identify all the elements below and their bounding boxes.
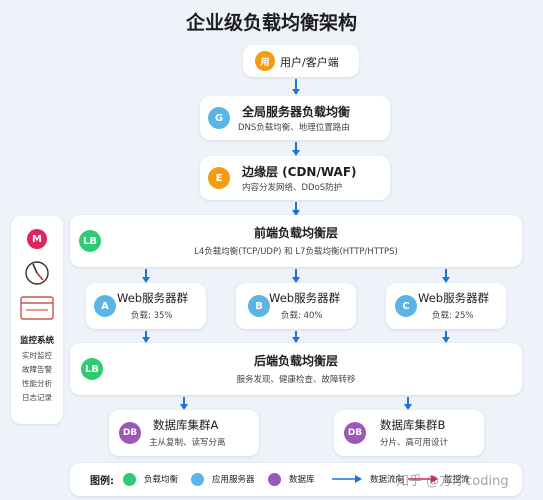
monitor-panel: M 监控系统 实时监控 故障告警 性能分析 日志记录 [11,216,63,424]
arrow-client-gslb [292,79,300,95]
frontend-lb-node: LB 前端负载均衡层 L4负载均衡(TCP/UDP) 和 L7负载均衡(HTTP… [70,215,522,267]
web-server-group-a: A Web服务器群 负载: 35% [86,283,206,329]
arrow-frontend-web-a [142,269,150,283]
monitor-item: 实时监控 [22,351,52,360]
page-title: 企业级负载均衡架构 [185,12,357,34]
db-b-badge: DB [344,422,366,444]
web-a-sub: 负载: 35% [131,311,173,321]
arrow-backend-db-a [180,397,188,410]
arrow-edge-frontend [292,202,300,216]
db-a-sub: 主从复制、读写分离 [149,438,226,448]
web-a-badge: A [94,295,116,317]
arrow-web-c-backend [442,331,450,343]
gslb-node: G 全局服务器负载均衡 DNS负载均衡、地理位置路由 [200,96,390,140]
legend-monitor-flow-arrow-icon [408,475,438,483]
arrow-frontend-web-b [292,269,300,283]
database-cluster-b: DB 数据库集群B 分片、高可用设计 [334,410,484,456]
watermark: 知乎 @方才coding [396,474,509,489]
legend-label: 数据库 [289,475,315,485]
backend-lb-badge: LB [81,358,103,380]
legend: 图例: 负载均衡 应用服务器 数据库 数据流向 监控流 [70,463,522,496]
frontend-lb-badge: LB [79,230,101,252]
arrow-gslb-edge [292,142,300,156]
monitor-item: 性能分析 [22,379,52,388]
web-a-label: Web服务器群 [117,291,189,305]
legend-title: 图例: [90,476,114,487]
backend-lb-label: 后端负载均衡层 [253,354,338,368]
edge-badge: E [208,167,230,189]
web-server-group-b: B Web服务器群 负载: 40% [236,283,356,329]
legend-label: 监控流 [444,475,470,485]
db-a-badge: DB [119,422,141,444]
monitor-item: 日志记录 [22,393,52,402]
frontend-lb-label: 前端负载均衡层 [253,226,338,240]
db-b-sub: 分片、高可用设计 [380,438,449,448]
legend-label: 数据流向 [370,475,405,485]
backend-lb-node: LB 后端负载均衡层 服务发现、健康检查、故障转移 [70,343,522,395]
backend-lb-sub: 服务发现、健康检查、故障转移 [236,375,356,385]
web-c-label: Web服务器群 [418,291,490,305]
arrow-web-a-backend [142,331,150,343]
arrow-web-b-backend [292,331,300,343]
chart-window-icon [20,296,54,320]
gauge-icon [25,261,49,285]
legend-swatch-database [268,473,281,486]
gslb-badge: G [208,107,230,129]
gslb-label: 全局服务器负载均衡 [242,105,351,119]
frontend-lb-sub: L4负载均衡(TCP/UDP) 和 L7负载均衡(HTTP/HTTPS) [194,247,398,257]
legend-swatch-app-server [191,473,204,486]
db-a-label: 数据库集群A [153,418,219,432]
web-c-badge: C [395,295,417,317]
edge-label: 边缘层 (CDN/WAF) [242,165,357,179]
client-label: 用户/客户端 [280,56,339,69]
db-b-label: 数据库集群B [380,418,446,432]
legend-data-flow-arrow-icon [332,475,362,483]
edge-node: E 边缘层 (CDN/WAF) 内容分发网络、DDoS防护 [200,156,390,200]
legend-swatch-load-balancer [123,473,136,486]
monitor-badge: M [27,229,47,249]
web-b-sub: 负载: 40% [281,311,323,321]
database-cluster-a: DB 数据库集群A 主从复制、读写分离 [109,410,259,456]
arrow-frontend-web-c [442,269,450,283]
web-c-sub: 负载: 25% [432,311,474,321]
monitor-title: 监控系统 [19,336,54,346]
edge-sub: 内容分发网络、DDoS防护 [242,183,343,193]
web-b-label: Web服务器群 [269,291,341,305]
legend-label: 应用服务器 [212,475,255,485]
client-badge: 用 [255,51,275,71]
gslb-sub: DNS负载均衡、地理位置路由 [238,123,350,133]
web-b-badge: B [248,295,270,317]
arrow-backend-db-b [404,397,412,410]
web-server-group-c: C Web服务器群 负载: 25% [386,283,506,329]
client-node: 用 用户/客户端 [243,45,359,77]
legend-label: 负载均衡 [144,475,179,485]
monitor-item: 故障告警 [22,365,52,374]
